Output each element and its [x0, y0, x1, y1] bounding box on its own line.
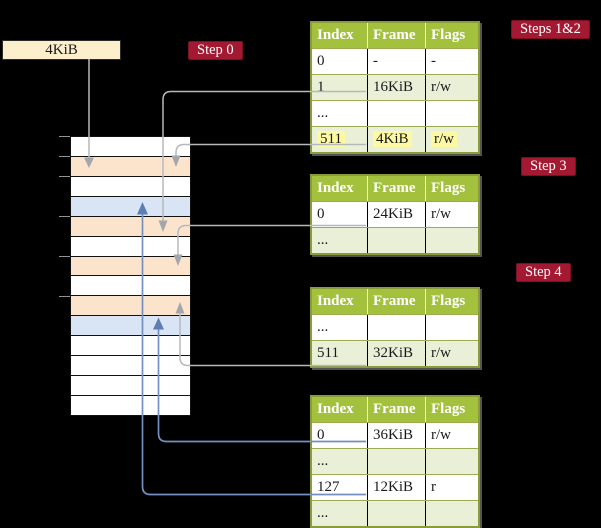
- column-header-frame: Frame: [368, 289, 426, 314]
- table-cell: [368, 315, 426, 340]
- memory-tick: [59, 175, 70, 177]
- column-header-flags: Flags: [431, 180, 466, 196]
- memory-column: [70, 136, 191, 416]
- table-cell: ...: [312, 315, 368, 340]
- memory-frame-row-11-white: [71, 336, 190, 357]
- table-cell: [426, 315, 478, 340]
- memory-frame-row-2-peach: [71, 156, 190, 177]
- table-cell: 32KiB: [368, 341, 426, 366]
- table-cell: ...: [312, 101, 368, 126]
- column-header-frame: Frame: [368, 23, 426, 48]
- table-cell: 12KiB: [368, 475, 426, 500]
- memory-frame-row-9-peach: [71, 296, 190, 317]
- memory-frame-row-5-peach: [71, 216, 190, 237]
- column-header-index: Index: [312, 23, 368, 48]
- table-row: ...: [312, 314, 478, 340]
- memory-frame-row-6-white: [71, 236, 190, 257]
- table-cell: [368, 228, 426, 253]
- highlighted-value: r/w: [431, 131, 457, 147]
- table-cell: ...: [312, 501, 368, 526]
- memory-frame-row-3-white: [71, 176, 190, 197]
- badge-step-0: Step 0: [188, 41, 243, 60]
- memory-tick: [59, 295, 70, 297]
- table-cell: 0: [312, 202, 368, 227]
- highlighted-value: 511: [317, 131, 345, 147]
- column-header-flags: Flags: [431, 27, 466, 43]
- table-row: 0--: [312, 48, 478, 74]
- memory-frame-row-13-white: [71, 376, 190, 396]
- memory-tick: [59, 215, 70, 217]
- table-cell: 4KiB: [368, 127, 426, 152]
- memory-frame-row-7-peach: [71, 256, 190, 277]
- table-cell: 0: [312, 423, 368, 448]
- column-header-index: Index: [312, 176, 368, 201]
- page-size-label: 4KiB: [45, 42, 78, 58]
- table-cell: [426, 501, 478, 526]
- table-cell: 16KiB: [368, 75, 426, 100]
- table-cell: r/w: [431, 79, 451, 95]
- table-cell: r/w: [431, 206, 451, 222]
- memory-frame-row-8-white: [71, 276, 190, 297]
- table-cell: ...: [312, 228, 368, 253]
- table-row: 511 4KiB r/w: [312, 126, 478, 152]
- table-cell: r/w: [426, 127, 478, 152]
- memory-tick: [59, 255, 70, 257]
- badge-step-4: Step 4: [516, 263, 571, 282]
- column-header-flags: Flags: [431, 401, 466, 417]
- table-cell: 24KiB: [368, 202, 426, 227]
- memory-tick: [59, 135, 70, 137]
- table-cell: r/w: [431, 427, 451, 443]
- table-row: ...: [312, 100, 478, 126]
- table-cell: r/w: [431, 345, 451, 361]
- table-cell: 127: [312, 475, 368, 500]
- memory-frame-row-10-blue: [71, 316, 190, 337]
- table-cell: 511: [312, 127, 368, 152]
- memory-frame-row-14-white: [71, 395, 190, 415]
- table-cell: ...: [312, 449, 368, 474]
- column-header-index: Index: [312, 289, 368, 314]
- table-cell: -: [368, 49, 426, 74]
- column-header-flags: Flags: [431, 293, 466, 309]
- page-size-label-box: 4KiB: [2, 40, 121, 60]
- badge-steps-1-2: Steps 1&2: [511, 20, 590, 39]
- table-cell: [426, 101, 478, 126]
- table-row: ...: [312, 500, 478, 526]
- column-header-frame: Frame: [368, 397, 426, 422]
- table-row: ...: [312, 227, 478, 253]
- table-cell: r: [431, 479, 436, 495]
- memory-frame-row-12-white: [71, 356, 190, 377]
- table-cell: [368, 501, 426, 526]
- table-cell: 511: [312, 341, 368, 366]
- table-cell: -: [431, 53, 436, 69]
- table-cell: 36KiB: [368, 423, 426, 448]
- table-cell: [426, 228, 478, 253]
- table-row: ...: [312, 448, 478, 474]
- table-cell: [368, 101, 426, 126]
- table-cell: [426, 449, 478, 474]
- memory-frame-row-1-white: [71, 137, 190, 157]
- memory-frame-row-4-blue: [71, 196, 190, 217]
- table-cell: [368, 449, 426, 474]
- column-header-frame: Frame: [368, 176, 426, 201]
- table-cell: 0: [312, 49, 368, 74]
- memory-tick: [59, 155, 70, 157]
- column-header-index: Index: [312, 397, 368, 422]
- highlighted-value: 4KiB: [373, 131, 412, 147]
- badge-step-3: Step 3: [521, 157, 576, 176]
- table-cell: 1: [312, 75, 368, 100]
